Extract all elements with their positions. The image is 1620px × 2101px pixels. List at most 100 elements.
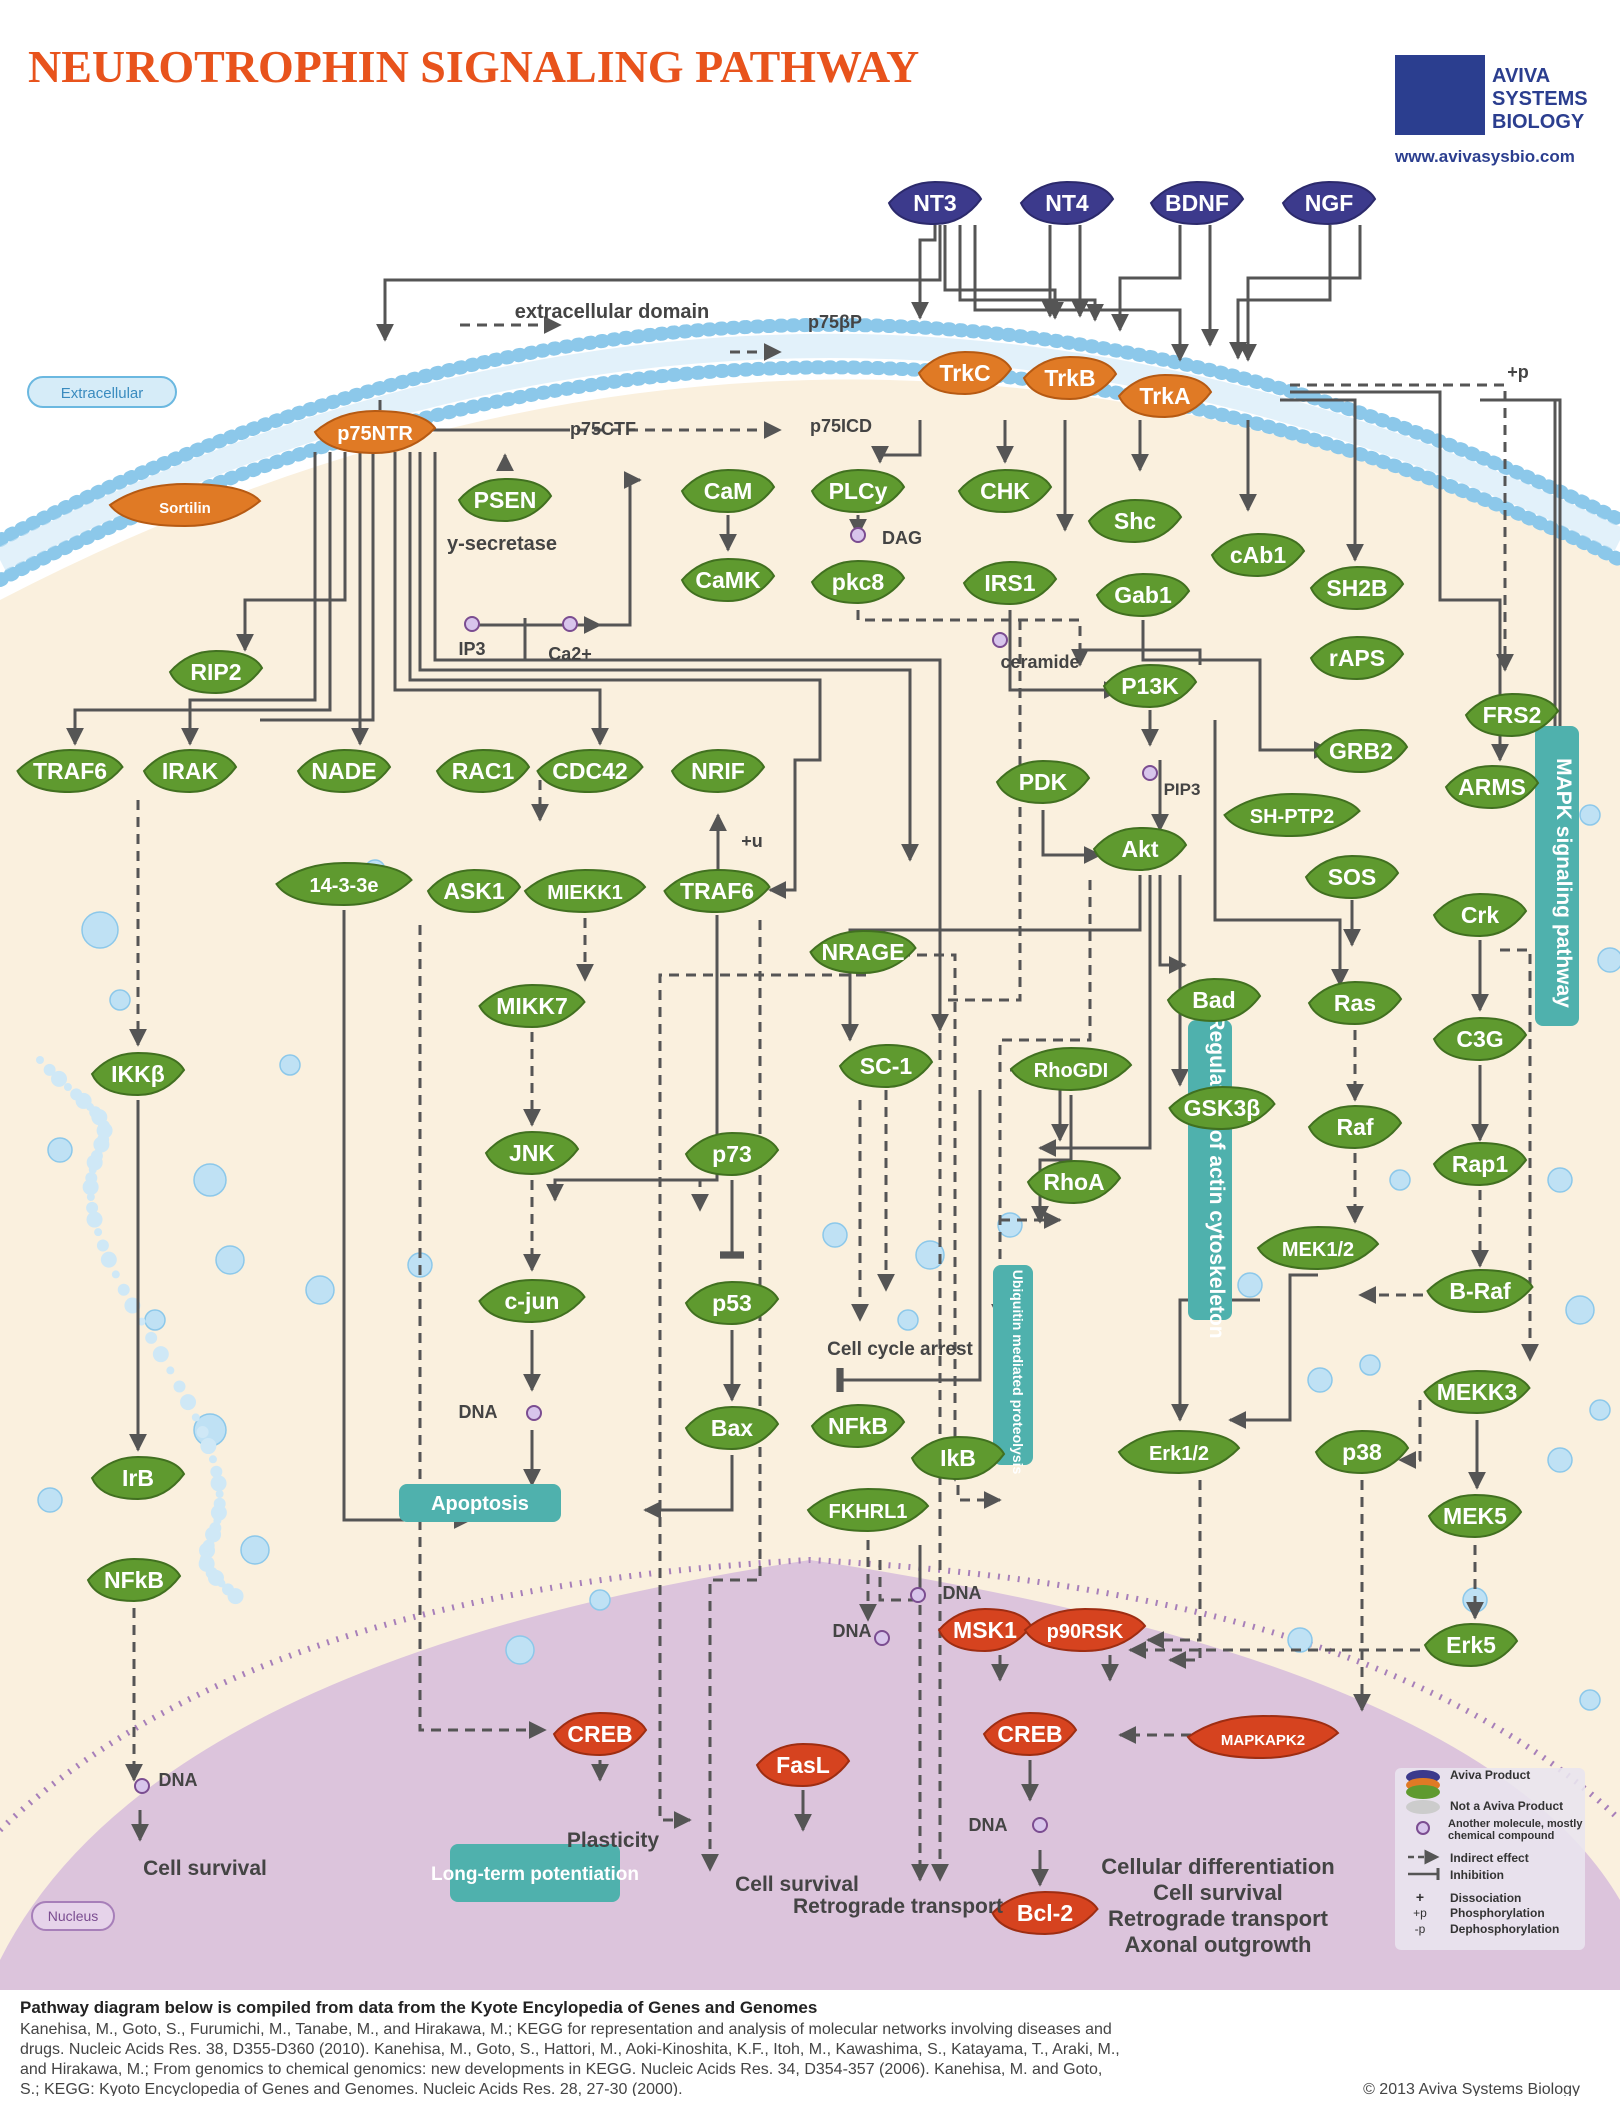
vesicle <box>94 1228 103 1237</box>
node-label: SC-1 <box>860 1053 913 1079</box>
vesicle <box>145 1331 158 1344</box>
vesicle <box>279 1054 301 1076</box>
box-label-apoptosis: Apoptosis <box>431 1493 529 1515</box>
node-label: MIKK7 <box>496 993 568 1019</box>
node-crk: Crk <box>1432 892 1528 938</box>
pathway-edge <box>1290 383 1514 672</box>
node-shape <box>536 748 644 794</box>
text-plasticity: Plasticity <box>567 1829 660 1852</box>
text-ip3: IP3 <box>458 639 485 659</box>
vesicle <box>915 1240 945 1270</box>
pathway-edge <box>1229 225 1332 360</box>
node-label: PSEN <box>474 487 537 513</box>
node-traf6a: TRAF6 <box>16 748 124 794</box>
extracellular-label: Extracellular <box>61 385 144 402</box>
page-title: NEUROTROPHIN SIGNALING PATHWAY <box>28 41 919 92</box>
node-shape <box>806 1487 930 1533</box>
compound-marker <box>562 616 578 632</box>
node-traf6b: TRAF6 <box>663 868 771 914</box>
box-ltp <box>450 1844 620 1902</box>
pathway-edge <box>658 973 866 1829</box>
node-label: GRB2 <box>1329 738 1393 764</box>
node-p90rsk: p90RSK <box>1023 1607 1147 1653</box>
brand-line-2: SYSTEMS <box>1492 88 1588 110</box>
node-label: NFkB <box>828 1413 888 1439</box>
node-shape <box>1444 764 1540 810</box>
node-shape <box>1210 532 1306 578</box>
node-shape <box>1149 180 1245 226</box>
node-shape <box>1186 1714 1340 1760</box>
node-pdk: PDK <box>995 759 1091 805</box>
node-irs1: IRS1 <box>962 560 1058 606</box>
vesicle <box>215 1245 245 1275</box>
box-label-ltp: Long-term potentiation <box>431 1864 639 1885</box>
node-nrage: NRAGE <box>809 929 917 975</box>
node-label: p53 <box>712 1290 752 1316</box>
node-label: rAPS <box>1329 645 1385 671</box>
compound-marker <box>526 1405 542 1421</box>
footer-line-2: drugs. Nucleic Acids Res. 38, D355-D360 … <box>20 2041 1120 2058</box>
node-sos: SOS <box>1304 854 1400 900</box>
vesicle <box>88 1165 97 1174</box>
node-raf: Raf <box>1307 1104 1403 1150</box>
node-shptp2: SH-PTP2 <box>1223 792 1361 838</box>
node-p13k: P13K <box>1102 663 1198 709</box>
node-grb2: GRB2 <box>1313 728 1409 774</box>
node-label: P13K <box>1121 673 1179 699</box>
node-shape <box>1313 728 1409 774</box>
node-shape <box>680 557 776 603</box>
node-label: NGF <box>1305 190 1354 216</box>
node-rac1: RAC1 <box>435 748 531 794</box>
vesicle <box>217 1579 226 1588</box>
node-shape <box>1092 826 1188 872</box>
vesicle <box>1307 1367 1333 1393</box>
node-shape <box>1314 1429 1410 1475</box>
vesicle <box>1389 1169 1411 1191</box>
vesicle <box>240 1535 270 1565</box>
node-label: Erk5 <box>1446 1632 1496 1658</box>
footer-copyright: © 2013 Aviva Systems Biology <box>1363 2081 1580 2096</box>
node-shape <box>16 748 124 794</box>
compound-marker <box>874 1630 890 1646</box>
node-shape <box>523 868 647 914</box>
vesicle <box>144 1309 166 1331</box>
node-label: IRAK <box>162 758 219 784</box>
node-label: GSK3β <box>1184 1095 1261 1121</box>
text-dna1: DNA <box>459 1402 498 1422</box>
legend-item-compound: Another molecule, mostly chemical compou… <box>1448 1818 1583 1842</box>
node-label: MEKK3 <box>1437 1379 1518 1405</box>
node-label: ASK1 <box>443 878 505 904</box>
node-shape <box>663 868 771 914</box>
text-dna3: DNA <box>833 1621 872 1641</box>
vesicle <box>1237 1272 1263 1298</box>
vesicle <box>215 1489 224 1498</box>
vesicle <box>166 1366 175 1375</box>
text-p75icd: p75ICD <box>810 416 872 436</box>
node-nt3: NT3 <box>887 180 983 226</box>
vesicle <box>1359 1354 1381 1376</box>
pathway-edge <box>836 1090 982 1392</box>
node-shape <box>962 560 1058 606</box>
node-ikb: IkB <box>910 1435 1006 1481</box>
node-label: Gab1 <box>1114 582 1172 608</box>
node-label: MIEKK1 <box>547 882 623 904</box>
node-label: FKHRL1 <box>829 1501 908 1523</box>
node-shape <box>1426 1268 1534 1314</box>
pathway-edge <box>1280 398 1364 562</box>
pathway-edge <box>1168 1648 1202 1669</box>
vesicle <box>1547 1447 1573 1473</box>
node-rap1: Rap1 <box>1432 1141 1528 1187</box>
text-p75ctf: p75CTF <box>570 419 636 439</box>
pathway-edge <box>418 925 547 1739</box>
cell-membrane-outer <box>0 317 1620 547</box>
node-label: C3G <box>1456 1026 1503 1052</box>
vesicle <box>180 1394 197 1411</box>
text-out1: Cellular differentiation <box>1101 1854 1334 1879</box>
node-chk: CHK <box>957 468 1053 514</box>
node-shape <box>1256 1225 1380 1271</box>
node-shape <box>982 1711 1078 1757</box>
pathway-edge <box>181 452 317 746</box>
cell-membrane-inner <box>0 360 1620 587</box>
pathway-edge <box>470 471 642 627</box>
